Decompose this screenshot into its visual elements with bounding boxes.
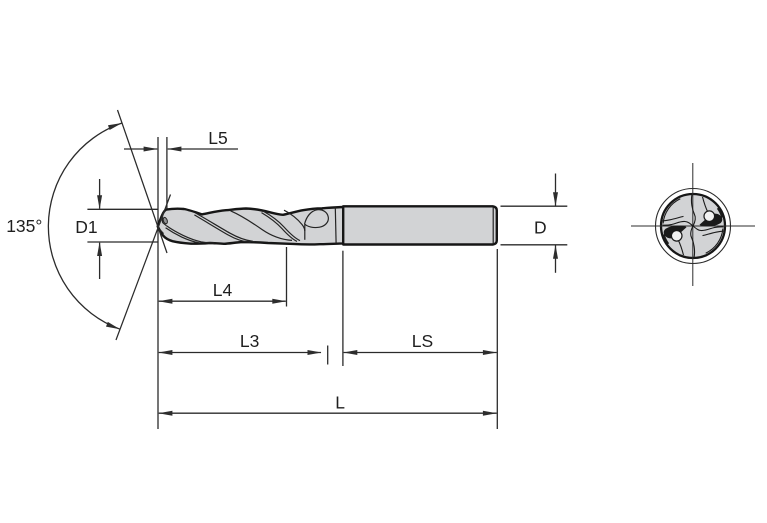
- svg-text:D: D: [534, 218, 547, 238]
- svg-text:LS: LS: [412, 331, 433, 351]
- svg-text:L3: L3: [240, 331, 259, 351]
- svg-text:135°: 135°: [6, 216, 42, 236]
- svg-text:L: L: [335, 392, 345, 412]
- svg-text:L5: L5: [208, 128, 227, 148]
- svg-text:D1: D1: [75, 217, 97, 237]
- svg-text:L4: L4: [213, 280, 233, 300]
